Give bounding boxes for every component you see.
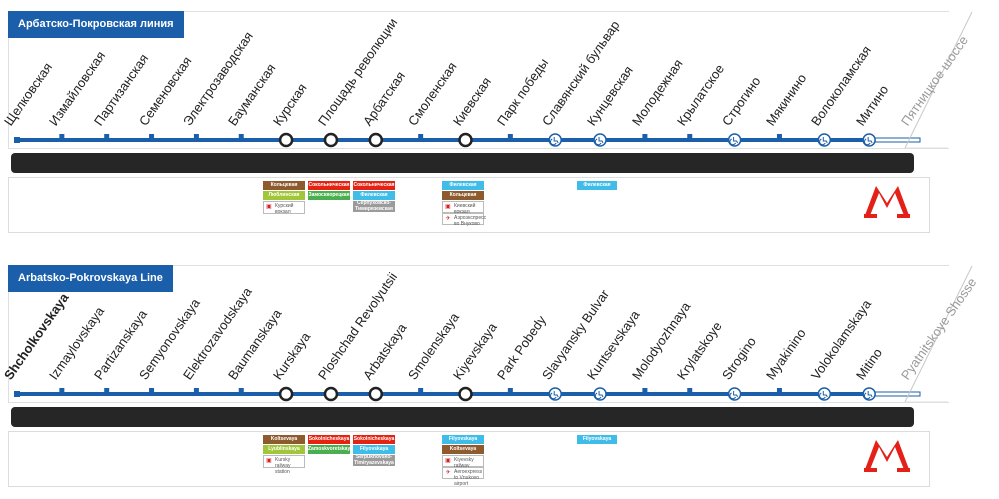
transfer-note: ▣Kursky railway station: [263, 455, 305, 475]
station-marker: [507, 388, 513, 394]
transfer-tag: Филевская: [577, 181, 617, 190]
transfer-note: ✈Аэроэкспресс во Внуково: [442, 213, 487, 227]
transfer-station-marker: [323, 386, 339, 402]
transfer-tag: Кольцевая: [442, 191, 484, 200]
train-icon: ▣: [445, 458, 451, 464]
train-icon: ▣: [266, 204, 272, 210]
transfer-station-marker: [368, 386, 384, 402]
station-marker: [642, 388, 648, 394]
station-marker: [687, 134, 693, 140]
transfer-note-text: Aeroexpress to Vnukovo airport: [454, 469, 483, 487]
wheelchair-glyph: [594, 391, 604, 400]
transfer-station-marker: [278, 386, 294, 402]
station-marker: [776, 134, 782, 140]
station-marker: [59, 134, 65, 140]
station-marker: [14, 137, 20, 143]
transfer-note: ▣Курский вокзал: [263, 201, 305, 215]
station-marker: [59, 388, 65, 394]
wheelchair-glyph: [594, 137, 604, 146]
station-marker: [149, 388, 155, 394]
station-marker: [238, 134, 244, 140]
tunnel-bar: [11, 153, 914, 173]
future-track: [868, 137, 921, 143]
station-marker: [104, 134, 110, 140]
transfer-tag: Серпуховско-Тимирязевская: [353, 201, 395, 212]
transfer-tag: Sokolnicheskaya: [308, 435, 350, 444]
train-icon: ▣: [445, 204, 451, 210]
transfer-tag: Сокольническая: [353, 181, 395, 190]
transfer-station-marker: [458, 386, 473, 402]
transfer-tag: Koltsevaya: [263, 435, 305, 444]
wheelchair-glyph: [863, 391, 873, 400]
transfer-tag: Замоскворецкая: [308, 191, 350, 200]
line-title: Арбатско-Покровская линия: [8, 11, 184, 38]
wheelchair-glyph: [819, 137, 828, 146]
transfer-tag: Filyovskaya: [577, 435, 617, 444]
station-marker: [642, 134, 648, 140]
transfer-tag: Zamoskvoretskaya: [308, 445, 350, 454]
transfer-tag: Filyovskaya: [442, 435, 484, 444]
line-diagram: [14, 11, 973, 149]
transfer-note: ▣Kiyevsky railway station: [442, 455, 484, 475]
frame-slant: [904, 265, 973, 403]
moscow-metro-logo-icon: [864, 440, 910, 472]
transfer-station-marker: [323, 132, 339, 148]
transfer-note-text: Курский вокзал: [275, 203, 294, 215]
transfer-note: ✈Aeroexpress to Vnukovo airport: [442, 467, 484, 487]
airplane-icon: ✈: [445, 216, 451, 222]
transfer-tag: Люблинская: [263, 191, 305, 200]
station-marker: [687, 388, 693, 394]
transfer-tag: Сокольническая: [308, 181, 350, 190]
transfer-note: ▣Киевский вокзал: [442, 201, 484, 215]
transfer-tag: Sokolnicheskaya: [353, 435, 395, 444]
transfer-tag: Serpukhovsko-Timiryazevskaya: [353, 455, 395, 466]
panel-english: Arbatsko-Pokrovskaya Line Shcholkovskaya…: [0, 254, 999, 499]
transfer-tag: Филевская: [353, 191, 395, 200]
transfer-tag: Filyovskaya: [353, 445, 395, 454]
future-track: [868, 391, 921, 397]
line-title: Arbatsko-Pokrovskaya Line: [8, 265, 173, 292]
airplane-icon: ✈: [445, 470, 451, 476]
station-marker: [418, 388, 424, 394]
transfer-tag: Koltsevaya: [442, 445, 484, 454]
station-marker: [418, 134, 424, 140]
station-marker: [193, 388, 199, 394]
station-marker: [776, 388, 782, 394]
tunnel-bar: [11, 407, 914, 427]
wheelchair-glyph: [729, 391, 739, 400]
transfer-note-text: Аэроэкспресс во Внуково: [454, 215, 487, 227]
wheelchair-glyph: [819, 391, 828, 400]
transfer-station-marker: [458, 132, 473, 148]
station-marker: [149, 134, 155, 140]
station-marker: [507, 134, 513, 140]
frame-top: [8, 11, 949, 12]
transfer-station-marker: [368, 132, 384, 148]
transfer-tag: Кольцевая: [263, 181, 305, 190]
transfer-tag: Lyublinskaya: [263, 445, 305, 454]
frame-slant: [904, 11, 973, 149]
station-marker: [193, 134, 199, 140]
frame-top: [8, 265, 949, 266]
line-diagram: [14, 265, 973, 403]
station-marker: [14, 391, 20, 397]
header-frame: [8, 11, 949, 149]
station-marker: [104, 388, 110, 394]
header-frame: [8, 265, 949, 403]
moscow-metro-logo-icon: [864, 186, 910, 218]
transfer-info-frame: [8, 431, 930, 487]
station-marker: [238, 388, 244, 394]
transfer-info-frame: [8, 177, 930, 233]
transfer-note-text: Kursky railway station: [275, 457, 291, 475]
wheelchair-glyph: [863, 137, 873, 146]
wheelchair-glyph: [550, 137, 559, 146]
transfer-tag: Филевская: [442, 181, 484, 190]
train-icon: ▣: [266, 458, 272, 464]
transfer-note-text: Киевский вокзал: [454, 203, 476, 215]
wheelchair-glyph: [729, 137, 739, 146]
wheelchair-glyph: [550, 391, 559, 400]
transfer-station-marker: [278, 132, 294, 148]
